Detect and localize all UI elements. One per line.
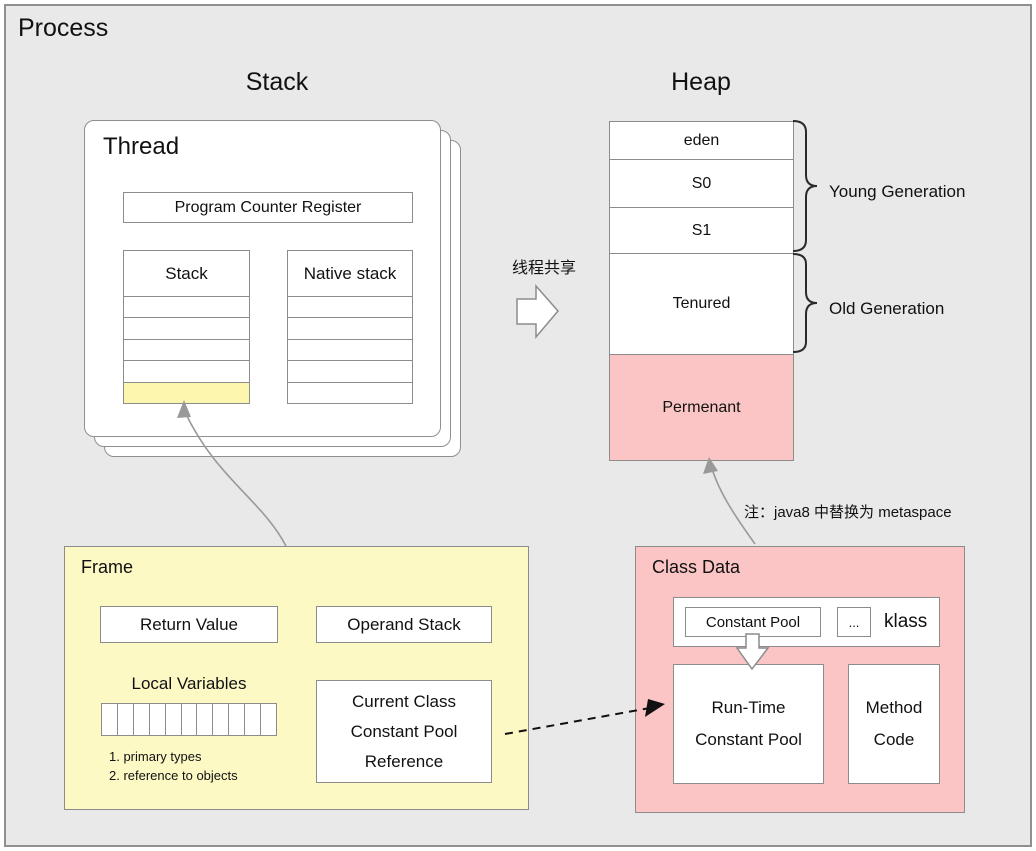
heap-row-s0: S0 (610, 160, 793, 208)
local-variable-slot (180, 704, 197, 735)
local-variable-slot (244, 704, 260, 735)
ellipsis-box: ... (837, 607, 871, 637)
frame-title: Frame (81, 557, 134, 577)
local-variable-slot (212, 704, 228, 735)
klass-structure-box: Constant Pool ... klass (673, 597, 940, 647)
stack-slot (124, 360, 249, 381)
local-variable-slot (164, 704, 181, 735)
stack-slot (124, 296, 249, 317)
current-class-constant-pool-reference-box: Current Class Constant Pool Reference (316, 680, 492, 783)
frame-box: Frame Return Value Operand Stack Local V… (64, 546, 529, 810)
local-variables-cells (101, 703, 277, 736)
constant-pool-label: Constant Pool (705, 613, 801, 631)
native-stack-slot (288, 381, 412, 403)
thread-title: Thread (103, 133, 180, 160)
stack-slot (124, 338, 249, 360)
heap-section-title: Heap (671, 68, 731, 96)
return-value-label: Return Value (140, 614, 238, 634)
heap-row-eden: eden (610, 122, 793, 160)
local-variable-slot (228, 704, 244, 735)
young-generation-label: Young Generation (829, 182, 966, 201)
operand-stack-label: Operand Stack (347, 614, 461, 634)
native-stack-table-header: Native stack (303, 263, 397, 283)
program-counter-register-label: Program Counter Register (174, 198, 362, 216)
heap-row-permenant: Permenant (610, 355, 793, 460)
heap-column: eden S0 S1 Tenured Permenant (609, 121, 794, 461)
stack-table-header: Stack (165, 263, 208, 283)
local-variable-slot (148, 704, 165, 735)
local-variables-label: Local Variables (131, 674, 247, 693)
method-code-box: Method Code (848, 664, 940, 784)
class-data-title: Class Data (652, 557, 741, 577)
heap-row-tenured: Tenured (610, 254, 793, 355)
current-class-line-3: Reference (364, 751, 444, 771)
local-variables-note-2: 2. reference to objects (109, 767, 238, 783)
runtime-constant-pool-box: Run-Time Constant Pool (673, 664, 824, 784)
native-stack-table: Native stack (287, 250, 413, 404)
local-variable-slot (116, 704, 133, 735)
klass-label: klass (884, 611, 928, 632)
runtime-constant-pool-line-2: Constant Pool (695, 730, 802, 749)
return-value-box: Return Value (100, 606, 278, 643)
old-generation-label: Old Generation (829, 299, 945, 318)
ellipsis-label: ... (848, 614, 860, 630)
heap-row-s1: S1 (610, 208, 793, 254)
native-stack-slot (288, 317, 412, 338)
class-data-box: Class Data Constant Pool ... klass Run-T… (635, 546, 965, 813)
stack-slot (124, 317, 249, 338)
current-class-line-1: Current Class (352, 691, 456, 711)
local-variable-slot (260, 704, 276, 735)
stack-section-title: Stack (245, 68, 309, 96)
operand-stack-box: Operand Stack (316, 606, 492, 643)
thread-card: Thread Program Counter Register Stack Na… (84, 120, 441, 437)
native-stack-slot (288, 296, 412, 317)
local-variables-notes: 1. primary types 2. reference to objects (109, 748, 238, 786)
constant-pool-box: Constant Pool (685, 607, 821, 637)
thread-share-label: 线程共享 (511, 260, 576, 277)
runtime-constant-pool-line-1: Run-Time (711, 698, 786, 717)
stack-table: Stack (123, 250, 250, 404)
stack-slot-active-frame (124, 381, 249, 404)
local-variables-note-1: 1. primary types (109, 749, 202, 764)
method-code-line-1: Method (865, 698, 923, 717)
program-counter-register-box: Program Counter Register (123, 192, 413, 223)
native-stack-slot (288, 338, 412, 360)
metaspace-note: 注：java8 中替换为 metaspace (744, 504, 952, 521)
process-title: Process (18, 14, 109, 42)
local-variable-slot (132, 704, 149, 735)
native-stack-slot (288, 360, 412, 381)
current-class-line-2: Constant Pool (350, 721, 458, 741)
local-variable-slot (196, 704, 212, 735)
process-container: Process Stack Heap Thread Program Counte… (4, 4, 1032, 847)
local-variable-slot (102, 704, 117, 735)
method-code-line-2: Code (873, 730, 915, 749)
